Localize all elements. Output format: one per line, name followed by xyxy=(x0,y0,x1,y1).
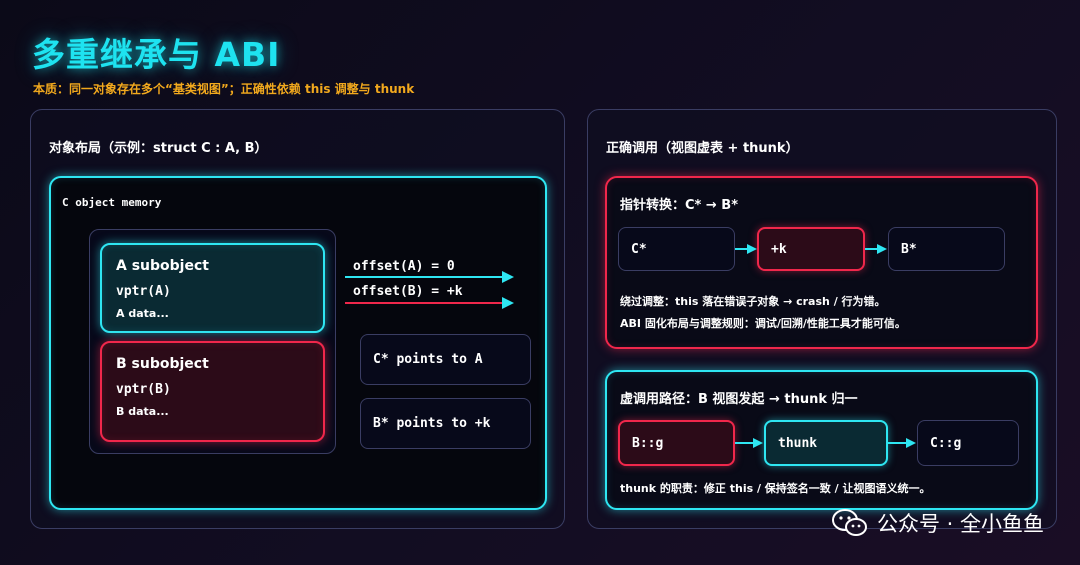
arrow-c-to-k xyxy=(735,244,757,254)
b-subobject-box xyxy=(100,341,325,442)
arrow-k-to-b xyxy=(865,244,887,254)
object-layout-heading: 对象布局（示例：struct C : A, B） xyxy=(49,141,268,156)
b-data-label: B data... xyxy=(116,405,169,418)
offset-b-label: offset(B) = +k xyxy=(353,284,463,299)
offset-a-arrow xyxy=(345,271,514,283)
c-object-memory-label: C object memory xyxy=(62,196,162,209)
thunk-note: thunk 的职责：修正 this / 保持签名一致 / 让视图语义统一。 xyxy=(620,482,931,495)
wechat-icon xyxy=(831,508,869,538)
watermark: 公众号 · 全小鱼鱼 xyxy=(831,508,1044,538)
thunk-node: thunk xyxy=(764,420,888,466)
pointer-note-1: 绕过调整：this 落在错误子对象 → crash / 行为错。 xyxy=(620,295,886,308)
a-data-label: A data... xyxy=(116,307,169,320)
page-title: 多重继承与 ABI xyxy=(32,35,281,74)
b-vptr-label: vptr(B) xyxy=(116,382,171,397)
a-subobject-title: A subobject xyxy=(116,258,209,274)
correct-call-heading: 正确调用（视图虚表 + thunk） xyxy=(606,141,799,156)
pointer-note-2: ABI 固化布局与调整规则：调试/回溯/性能工具才能可信。 xyxy=(620,317,906,330)
b-pointer-box: B* points to +k xyxy=(360,398,531,449)
b-g-node: B::g xyxy=(618,420,735,466)
offset-a-label: offset(A) = 0 xyxy=(353,259,455,274)
plus-k-node: +k xyxy=(757,227,865,271)
offset-arrows xyxy=(345,271,514,309)
a-vptr-label: vptr(A) xyxy=(116,284,171,299)
pointer-conversion-title: 指针转换：C* → B* xyxy=(620,198,738,213)
a-subobject-box xyxy=(100,243,325,333)
arrow-bg-to-thunk xyxy=(735,438,763,448)
b-star-node: B* xyxy=(888,227,1005,271)
b-subobject-title: B subobject xyxy=(116,356,209,372)
c-pointer-box: C* points to A xyxy=(360,334,531,385)
page-subtitle: 本质：同一对象存在多个“基类视图”；正确性依赖 this 调整与 thunk xyxy=(33,82,415,96)
c-g-node: C::g xyxy=(917,420,1019,466)
virtual-call-title: 虚调用路径：B 视图发起 → thunk 归一 xyxy=(620,392,858,407)
offset-b-arrow xyxy=(345,297,514,309)
watermark-text: 公众号 · 全小鱼鱼 xyxy=(876,512,1044,536)
c-star-node: C* xyxy=(618,227,735,271)
arrow-thunk-to-cg xyxy=(888,438,916,448)
